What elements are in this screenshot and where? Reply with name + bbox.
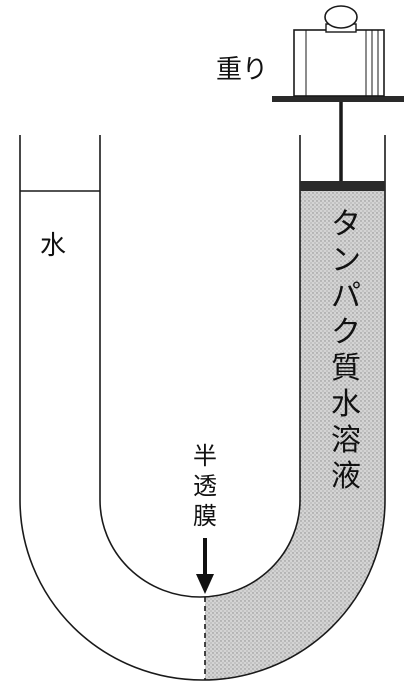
solution-char: 水 bbox=[331, 387, 361, 422]
solution-char: タ bbox=[331, 207, 361, 242]
u-tube-outer-wall bbox=[19, 135, 386, 681]
u-tube-inner-wall bbox=[99, 135, 301, 598]
arrow-down-icon bbox=[196, 538, 214, 594]
solution-char: ク bbox=[331, 315, 361, 350]
protein-solution-region bbox=[205, 187, 385, 680]
membrane-char: 透 bbox=[193, 472, 217, 500]
weight-label: 重り bbox=[216, 55, 268, 85]
piston-plate bbox=[300, 181, 385, 191]
solution-char: 液 bbox=[331, 459, 361, 494]
solution-char: パ bbox=[331, 279, 361, 314]
solution-char: 溶 bbox=[331, 423, 361, 458]
weight-platform bbox=[272, 96, 404, 102]
weight-icon bbox=[293, 5, 385, 97]
water-label: 水 bbox=[40, 231, 66, 261]
solution-char: ン bbox=[331, 243, 361, 278]
solution-char: 質 bbox=[331, 351, 361, 386]
protein-solution-label: タ ン パ ク 質 水 溶 液 bbox=[331, 207, 361, 494]
membrane-label: 半 透 膜 bbox=[193, 442, 217, 530]
membrane-char: 半 bbox=[193, 442, 217, 470]
membrane-char: 膜 bbox=[193, 502, 217, 530]
